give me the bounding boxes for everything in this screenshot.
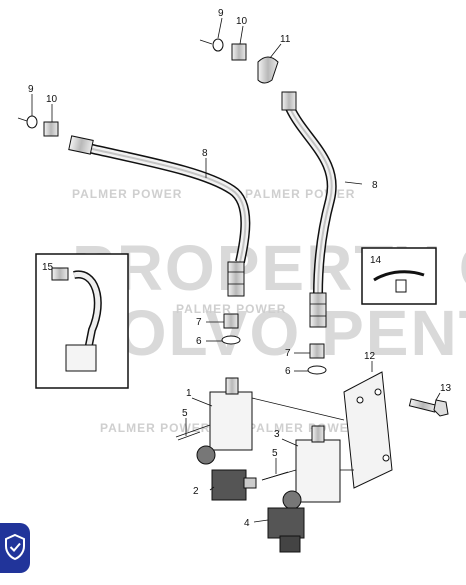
callout-10-top: 10	[236, 16, 248, 27]
callout-9-top: 9	[218, 8, 224, 19]
callout-6-right: 6	[285, 366, 291, 377]
leader-lines	[31, 17, 441, 523]
fittings-6-7-right	[307, 343, 327, 375]
fitting-top-9-10-11	[199, 38, 279, 84]
fittings-6-7-left	[221, 313, 241, 345]
callout-5-left: 5	[182, 408, 188, 419]
watermark-brand-1: PALMER POWER	[72, 187, 182, 201]
callout-9-left: 9	[28, 84, 34, 95]
callout-11: 11	[280, 34, 291, 45]
shield-check-icon	[5, 533, 25, 561]
callout-13: 13	[440, 383, 452, 394]
fitting-left-9-10	[17, 115, 59, 137]
screws	[177, 431, 289, 481]
watermark: PROPERTY OF VOLVO PENTA PALMER POWER PAL…	[72, 187, 466, 435]
callout-1: 1	[186, 388, 192, 399]
shield-check-badge[interactable]	[0, 523, 30, 573]
callout-3: 3	[274, 429, 280, 440]
inset-box-15	[35, 253, 129, 389]
mounting-bracket	[251, 371, 393, 489]
callout-8-right: 8	[372, 180, 378, 191]
watermark-brand-3: PALMER POWER	[176, 302, 286, 316]
callout-labels: 9 10 9 10 11 8 8 14 15 7 6 7 6 12 13 1 5…	[28, 8, 452, 529]
watermark-line-2: VOLVO PENTA	[72, 297, 466, 369]
callout-7-right: 7	[285, 348, 291, 359]
callout-7-left: 7	[196, 317, 202, 328]
callout-2: 2	[193, 486, 199, 497]
callout-6-left: 6	[196, 336, 202, 347]
callout-15: 15	[42, 262, 54, 273]
watermark-brand-2: PALMER POWER	[245, 187, 355, 201]
callout-5-right: 5	[272, 448, 278, 459]
callout-12: 12	[364, 351, 376, 362]
hose-left	[68, 135, 251, 297]
watermark-brand-5: PALMER POWER	[248, 421, 358, 435]
callout-10-left: 10	[46, 94, 58, 105]
valve-block-left	[175, 377, 257, 501]
callout-14: 14	[370, 255, 382, 266]
callout-8-left: 8	[202, 148, 208, 159]
watermark-brand-4: PALMER POWER	[100, 421, 210, 435]
inset-box-14	[361, 247, 437, 305]
hose-right	[281, 91, 337, 328]
bolt	[408, 398, 449, 417]
valve-block-right	[261, 425, 341, 553]
callout-4: 4	[244, 518, 250, 529]
